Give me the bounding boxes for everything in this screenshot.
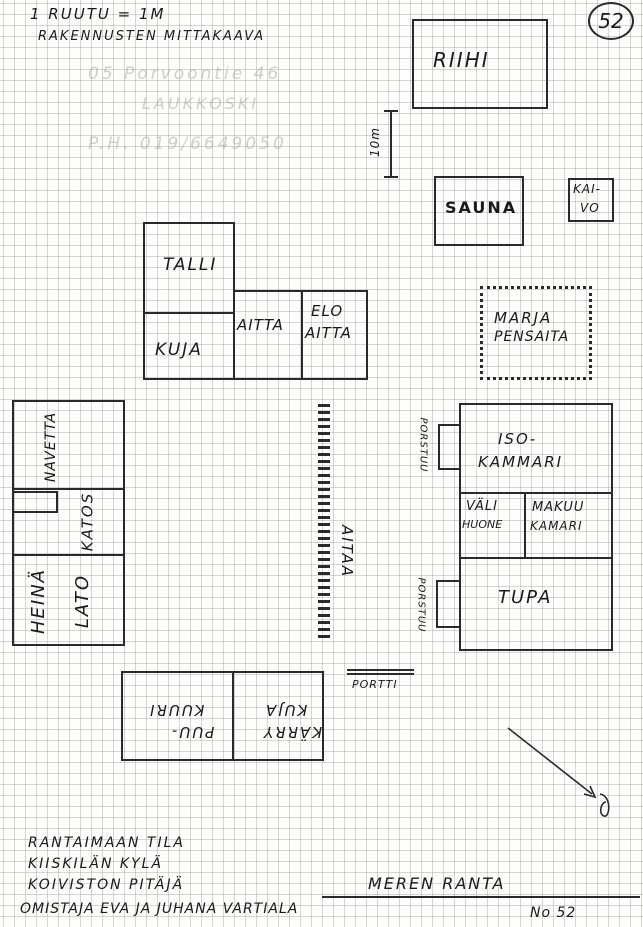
- building-riihi: [412, 19, 548, 109]
- footer-shoreline-label: MEREN RANTA: [368, 874, 506, 893]
- label-makuu-kamari-line1: MAKUU: [532, 500, 585, 515]
- label-porstuu-bottom: PORSTUU: [415, 577, 427, 633]
- building-aitta: [233, 290, 303, 380]
- label-portti: PORTTI: [352, 678, 398, 691]
- house-wall-2: [459, 557, 613, 559]
- label-marja-line1: MARJA: [494, 309, 553, 327]
- label-vali-huone-line2: HUONE: [462, 518, 503, 531]
- label-vali-huone-line1: VÄLI: [466, 499, 498, 514]
- shoreline-line: [322, 896, 640, 898]
- label-kuja: KUJA: [155, 340, 203, 360]
- label-aitaa: AITAA: [338, 525, 356, 578]
- stamp-city-line: LAUKKOSKI: [142, 94, 260, 113]
- building-main-house: [459, 403, 613, 651]
- gate-portti: [347, 669, 414, 675]
- label-tupa: TUPA: [498, 587, 553, 608]
- berry-bushes-area: [480, 286, 592, 380]
- footer-estate-name: RANTAIMAAN TILA: [28, 835, 185, 851]
- building-elo-aitta: [301, 290, 368, 380]
- house-wall-1: [459, 492, 613, 494]
- footer-drawing-number: No 52: [530, 905, 577, 921]
- label-heina: HEINÄ: [28, 568, 49, 634]
- label-aitta: AITTA: [237, 316, 284, 334]
- label-elo-aitta-line2: AITTA: [305, 324, 352, 342]
- north-arrow-icon: [507, 727, 610, 817]
- scale-bar-line: [390, 110, 392, 178]
- scale-note: 1 RUUTU = 1M: [30, 5, 166, 23]
- building-kaivo: [568, 178, 614, 222]
- footer-owners: OMISTAJA EVA JA JUHANA VARTIALA: [20, 901, 299, 917]
- label-kaivo-line1: KAI-: [573, 182, 601, 196]
- building-porstuu-bottom: [436, 580, 461, 628]
- label-talli: TALLI: [163, 255, 218, 275]
- fence-aitaa: [318, 404, 330, 642]
- building-porstuu-top: [438, 424, 461, 470]
- building-navetta: [12, 400, 125, 490]
- label-kaivo-line2: VO: [580, 201, 600, 215]
- label-sauna: SAUNA: [445, 198, 518, 217]
- scale-bar-tick-top: [384, 110, 398, 112]
- scale-bar-label: 10m: [367, 127, 382, 157]
- footer-parish: KOIVISTON PITÄJÄ: [28, 877, 185, 893]
- label-karrykuja-line1: KÄRRY: [262, 723, 323, 741]
- label-elo-aitta-line1: ELO: [311, 302, 344, 320]
- label-porstuu-top: PORSTUU: [417, 417, 429, 473]
- stamp-phone-line: P.H. 019/6649050: [88, 134, 287, 154]
- label-navetta: NAVETTA: [43, 411, 60, 483]
- label-riihi: RIIHI: [433, 48, 490, 72]
- scale-subtitle: RAKENNUSTEN MITTAKAAVA: [38, 29, 266, 44]
- scale-bar-tick-bottom: [384, 176, 398, 178]
- label-karrykuja-line2: KUJA: [264, 701, 308, 719]
- building-karrykuja: [232, 671, 324, 761]
- label-puukuuri-line2: KUURI: [148, 701, 205, 719]
- building-sauna: [434, 176, 524, 246]
- label-marja-line2: PENSAITA: [494, 329, 570, 345]
- stamp-address-line: 05 Porvoontie 46: [88, 64, 282, 84]
- building-heina-lato: [12, 554, 125, 646]
- label-makuu-kamari-line2: KAMARI: [530, 519, 583, 533]
- house-wall-3: [524, 492, 526, 558]
- label-katos: KATOS: [78, 491, 97, 552]
- page-number-badge: 52: [588, 2, 634, 40]
- label-lato: LATO: [72, 573, 94, 629]
- footer-village: KIISKILÄN KYLÄ: [28, 856, 164, 872]
- label-iso-kammari-line1: ISO-: [498, 430, 538, 448]
- label-iso-kammari-line2: KAMMARI: [478, 453, 564, 471]
- building-huussi: [12, 491, 58, 513]
- label-puukuuri-line1: PUU-: [170, 723, 215, 741]
